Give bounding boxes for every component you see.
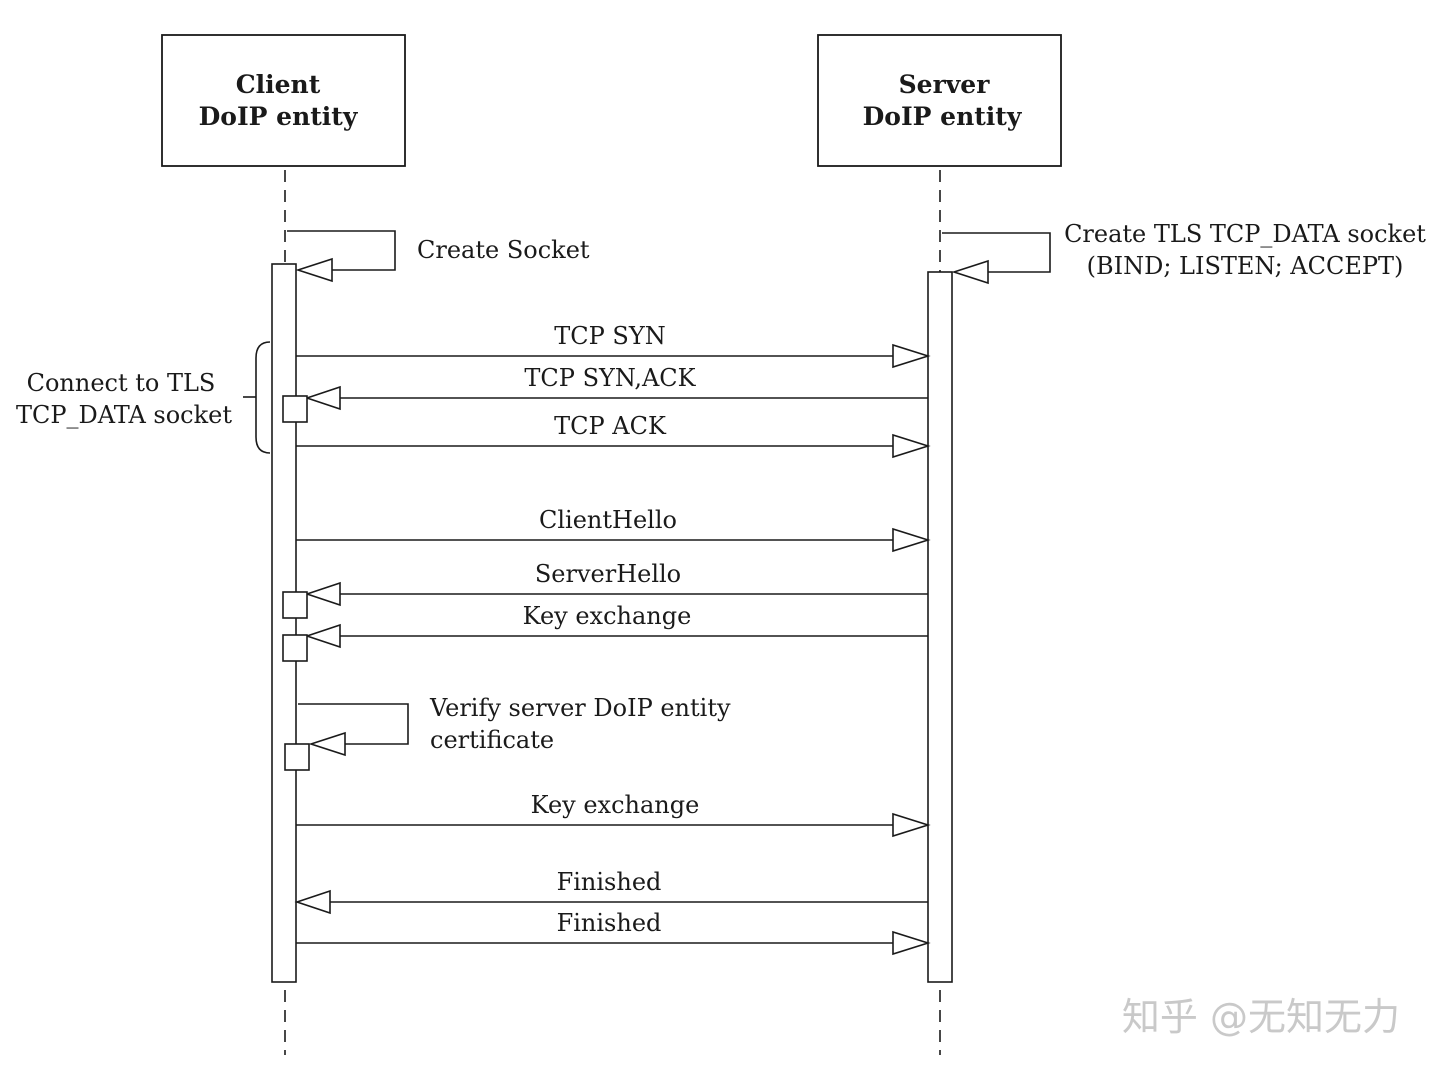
client-participant: Client DoIP entity <box>161 34 406 167</box>
message-label: Finished <box>557 868 662 896</box>
message-arrow <box>282 385 928 423</box>
create-socket-label: Create Socket <box>417 236 590 264</box>
verify-label-line1: Verify server DoIP entity <box>429 694 731 722</box>
message-arrow <box>296 930 931 956</box>
server-create-label-line1: Create TLS TCP_DATA socket <box>1064 220 1426 248</box>
server-activation-bar <box>927 271 953 983</box>
message-arrow <box>296 433 931 459</box>
server-create-label-line2: (BIND; LISTEN; ACCEPT) <box>1087 252 1404 280</box>
server-title: Server <box>899 70 991 99</box>
message-label: ServerHello <box>535 560 681 588</box>
client-activation-bar <box>271 263 297 983</box>
verify-label-line2: certificate <box>430 726 554 754</box>
message-label: Key exchange <box>531 791 700 819</box>
message-label: ClientHello <box>539 506 677 534</box>
client-verify-certificate-call <box>284 703 409 771</box>
message-arrow <box>296 343 931 369</box>
client-create-socket-call <box>287 230 396 283</box>
watermark-text: 知乎 @无知无力 <box>1122 995 1400 1039</box>
message-label: TCP SYN,ACK <box>524 364 696 392</box>
message-arrow <box>296 812 931 838</box>
client-subtitle: DoIP entity <box>199 102 359 131</box>
message-arrow <box>282 581 928 619</box>
message-arrow <box>282 623 928 662</box>
annotation-line1: Connect to TLS <box>27 369 216 397</box>
message-label: TCP ACK <box>554 412 667 440</box>
server-participant: Server DoIP entity <box>817 34 1062 167</box>
client-title: Client <box>236 70 321 99</box>
server-create-socket-call <box>942 232 1051 285</box>
server-subtitle: DoIP entity <box>863 102 1023 131</box>
connect-annotation-brace <box>243 341 271 454</box>
message-label: Finished <box>557 909 662 937</box>
message-arrow <box>294 889 928 915</box>
message-arrow <box>296 527 931 553</box>
message-label: TCP SYN <box>554 322 665 350</box>
annotation-line2: TCP_DATA socket <box>16 401 232 429</box>
message-label: Key exchange <box>523 602 692 630</box>
